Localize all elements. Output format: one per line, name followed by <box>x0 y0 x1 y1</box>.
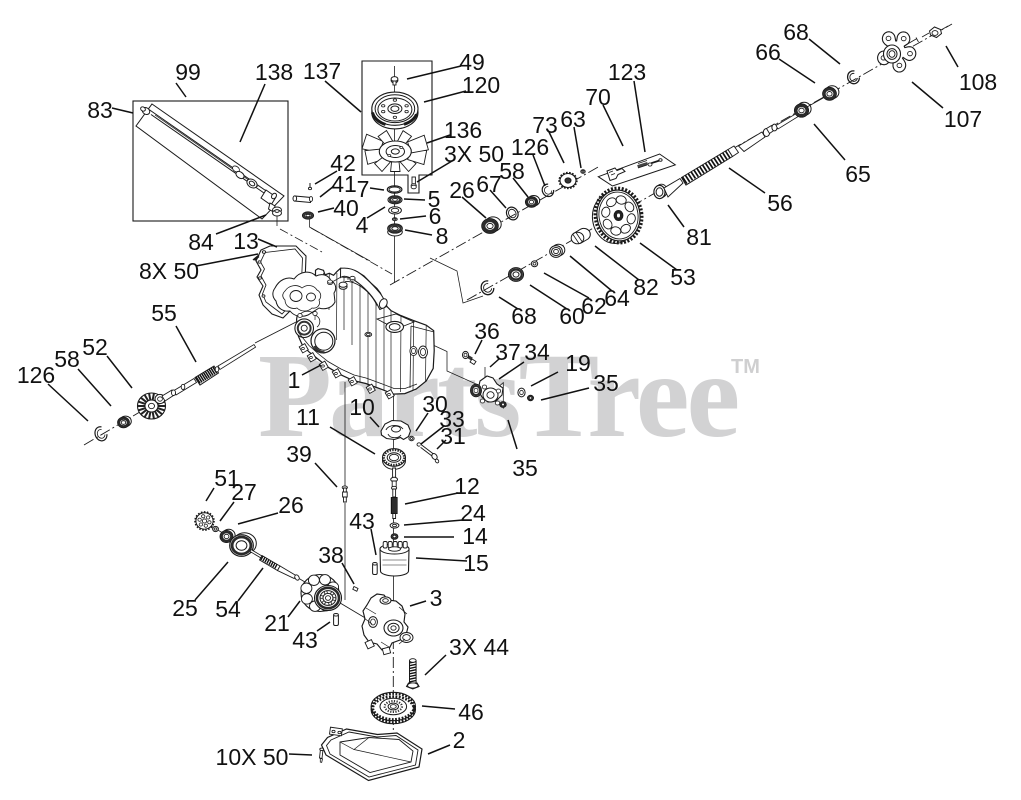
svg-text:30: 30 <box>422 391 448 417</box>
svg-text:41: 41 <box>331 171 357 197</box>
svg-text:56: 56 <box>767 190 793 216</box>
svg-text:40: 40 <box>333 195 359 221</box>
svg-text:3X 50: 3X 50 <box>444 141 504 167</box>
svg-text:34: 34 <box>524 339 550 365</box>
svg-text:21: 21 <box>264 610 290 636</box>
svg-text:4: 4 <box>356 212 369 238</box>
svg-text:26: 26 <box>449 177 475 203</box>
svg-text:58: 58 <box>54 346 80 372</box>
svg-text:138: 138 <box>255 59 293 85</box>
svg-text:136: 136 <box>444 117 482 143</box>
svg-text:126: 126 <box>511 134 549 160</box>
svg-text:10X 50: 10X 50 <box>216 744 289 770</box>
svg-text:33: 33 <box>439 406 465 432</box>
svg-text:14: 14 <box>462 523 488 549</box>
svg-text:36: 36 <box>474 318 500 344</box>
svg-text:38: 38 <box>318 542 344 568</box>
svg-text:25: 25 <box>172 595 198 621</box>
svg-text:37: 37 <box>495 339 521 365</box>
svg-text:46: 46 <box>458 699 484 725</box>
svg-text:26: 26 <box>278 492 304 518</box>
svg-text:7: 7 <box>357 176 370 202</box>
svg-text:10: 10 <box>349 394 375 420</box>
svg-text:83: 83 <box>87 97 113 123</box>
svg-text:43: 43 <box>292 627 318 653</box>
svg-text:58: 58 <box>499 158 525 184</box>
svg-text:8X 50: 8X 50 <box>139 258 199 284</box>
svg-text:62: 62 <box>581 293 607 319</box>
svg-text:3X 44: 3X 44 <box>449 634 509 660</box>
svg-text:84: 84 <box>188 229 214 255</box>
svg-text:68: 68 <box>783 19 809 45</box>
svg-text:52: 52 <box>82 334 108 360</box>
svg-text:126: 126 <box>17 362 55 388</box>
svg-text:66: 66 <box>755 39 781 65</box>
svg-text:31: 31 <box>440 423 466 449</box>
svg-text:11: 11 <box>296 404 320 430</box>
svg-text:24: 24 <box>460 500 486 526</box>
svg-text:107: 107 <box>944 106 982 132</box>
svg-text:108: 108 <box>959 69 997 95</box>
svg-text:12: 12 <box>454 473 480 499</box>
svg-text:120: 120 <box>462 72 500 98</box>
svg-text:3: 3 <box>430 585 443 611</box>
svg-text:67: 67 <box>476 171 502 197</box>
svg-text:70: 70 <box>585 84 611 110</box>
svg-text:35: 35 <box>512 455 538 481</box>
svg-text:35: 35 <box>593 370 619 396</box>
svg-text:55: 55 <box>151 300 177 326</box>
svg-text:73: 73 <box>532 112 558 138</box>
svg-text:99: 99 <box>175 59 201 85</box>
svg-text:81: 81 <box>686 224 712 250</box>
svg-text:27: 27 <box>231 479 257 505</box>
svg-text:6: 6 <box>429 203 442 229</box>
svg-text:13: 13 <box>233 228 259 254</box>
svg-text:49: 49 <box>459 49 485 75</box>
svg-text:1: 1 <box>288 367 301 393</box>
svg-text:51: 51 <box>214 465 240 491</box>
svg-text:15: 15 <box>463 550 489 576</box>
svg-text:19: 19 <box>565 350 591 376</box>
svg-text:39: 39 <box>286 441 312 467</box>
svg-text:137: 137 <box>303 58 341 84</box>
svg-text:5: 5 <box>428 186 441 212</box>
svg-text:63: 63 <box>560 106 586 132</box>
svg-text:TM: TM <box>731 356 760 378</box>
svg-text:64: 64 <box>604 285 630 311</box>
svg-text:8: 8 <box>436 223 449 249</box>
svg-text:2: 2 <box>453 727 466 753</box>
svg-text:65: 65 <box>845 161 871 187</box>
svg-text:123: 123 <box>608 59 646 85</box>
svg-text:54: 54 <box>215 596 241 622</box>
